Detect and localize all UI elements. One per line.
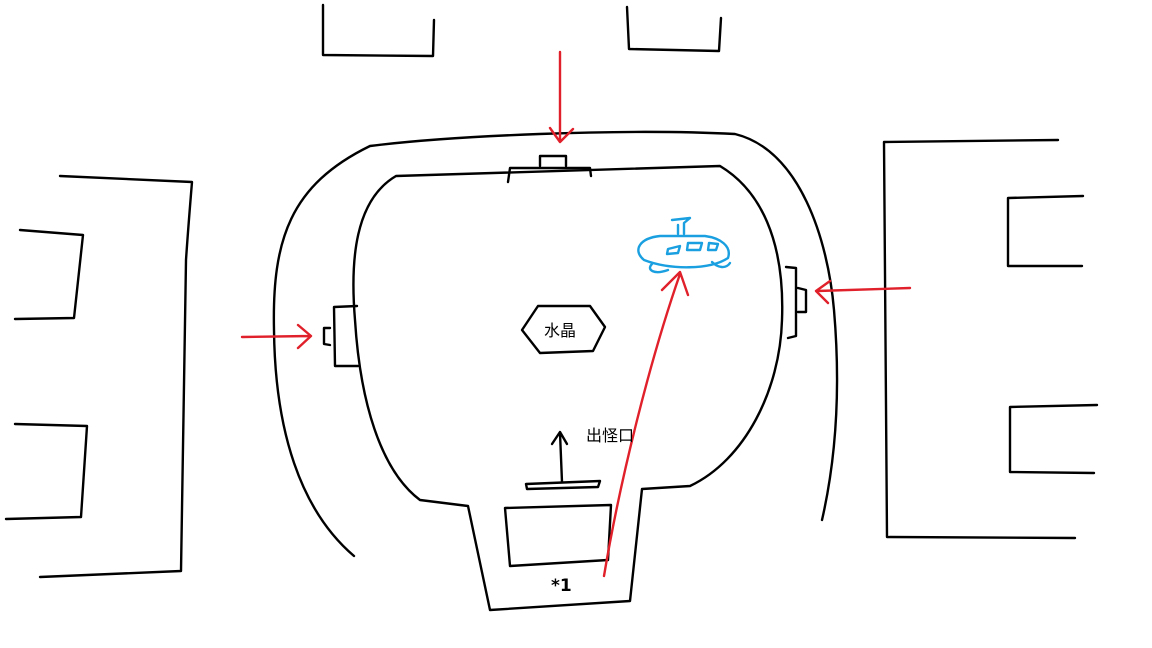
arrow-diagonal: [602, 270, 690, 578]
building-right-room-upper: [1006, 194, 1085, 268]
building-right: [882, 138, 1077, 540]
attack-arrows: [240, 50, 912, 578]
arrow-left: [240, 323, 313, 350]
spot-marker-label: *1: [551, 576, 572, 596]
building-left-room-lower: [4, 422, 89, 521]
building-left: [38, 174, 194, 579]
buildings: [4, 3, 1099, 579]
gate-right: [784, 265, 808, 340]
building-left-room-upper: [13, 228, 85, 321]
gate-top: [506, 154, 593, 184]
monster-exit-label: 出怪口: [586, 426, 634, 445]
building-right-room-lower: [1008, 403, 1099, 475]
spawn-arrow: [550, 430, 569, 484]
crystal-shape: [520, 304, 607, 355]
building-top-right: [625, 5, 723, 53]
arrow-top: [548, 50, 575, 144]
bottom-room: [503, 503, 613, 568]
crystal-label: 水晶: [544, 321, 576, 340]
spawn-platform: [524, 479, 602, 491]
arena-outer-wall: [272, 130, 839, 558]
arrow-right: [814, 279, 912, 305]
arena-inner-wall: [352, 164, 784, 612]
arena: [272, 130, 839, 612]
building-top-left: [321, 3, 436, 58]
gate-left: [322, 304, 360, 368]
submarine-icon: [637, 216, 732, 274]
